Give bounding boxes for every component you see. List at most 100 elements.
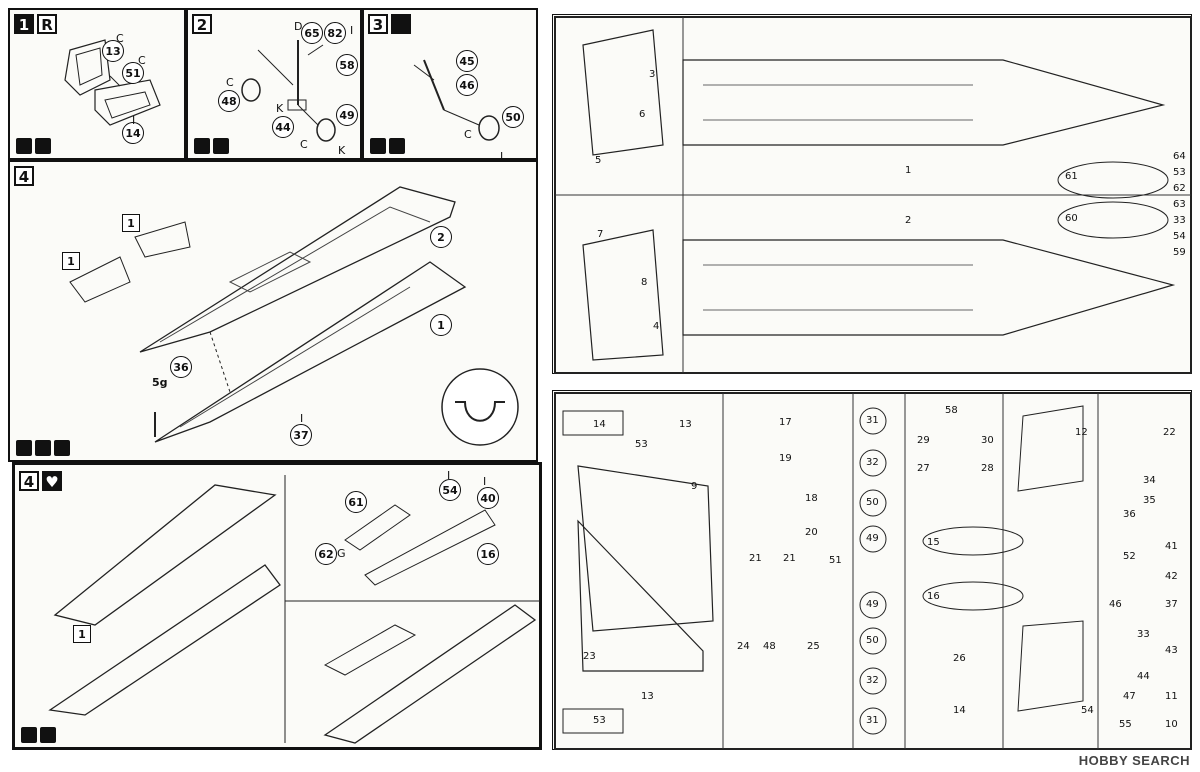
tools-icons [370, 138, 405, 154]
sprue-part-number: 12 [1075, 427, 1088, 438]
sprue-part-number: 28 [981, 463, 994, 474]
sprue-part-number: 53 [635, 439, 648, 450]
sprue-part-number: 22 [1163, 427, 1176, 438]
part-ref-seat: 1 [122, 214, 140, 232]
sprue-part-number: 48 [763, 641, 776, 652]
sprue-part-number: 15 [927, 537, 940, 548]
callout-58: 58 [336, 54, 358, 76]
step-4-variant-panel: 4 ♥ 61 54 40 62 16 1 I G I [12, 462, 542, 750]
sprue-part-number: 43 [1165, 645, 1178, 656]
sprue-part-number: 20 [805, 527, 818, 538]
sprue-part-number: 13 [679, 419, 692, 430]
callout-65: 65 [301, 22, 323, 44]
knife-icon [35, 440, 51, 456]
sprue-part-number: 52 [1123, 551, 1136, 562]
sprue-part-number: 61 [1065, 171, 1078, 182]
sprue-part-number: 32 [866, 675, 879, 686]
sprue-part-number: 33 [1137, 629, 1150, 640]
step-3-panel: 3 45 46 50 C I [362, 8, 538, 163]
glue-icon [21, 727, 37, 743]
step-4-panel: 4 2 1 36 37 1 1 5g I [8, 160, 538, 462]
sprue-part-number: 3 [649, 69, 656, 80]
sprue-lower: 14 53 13 17 19 18 20 21 21 51 31 32 50 4… [552, 390, 1192, 750]
step-4-badge: 4 [14, 166, 34, 186]
sprue-part-number: 25 [807, 641, 820, 652]
knife-icon [40, 727, 56, 743]
callout-1: 1 [430, 314, 452, 336]
step-3-badge: 3 [368, 14, 411, 34]
step-number: 2 [192, 14, 212, 34]
seat-drawing [64, 39, 161, 126]
sprue-part-number: 31 [866, 715, 879, 726]
callout-49: 49 [336, 104, 358, 126]
callout-51: 51 [122, 62, 144, 84]
sprue-part-number: 31 [866, 415, 879, 426]
sprue-part-number: 49 [866, 599, 879, 610]
sprue-part-number: 8 [641, 277, 648, 288]
sprue-part-number: 9 [691, 481, 698, 492]
label-d: D [294, 20, 303, 33]
label-k: K [338, 144, 346, 157]
sprue-part-number: 32 [866, 457, 879, 468]
label-i: I [300, 412, 304, 425]
sprue-part-number: 46 [1109, 599, 1122, 610]
sprue-part-number: 27 [917, 463, 930, 474]
sprue-part-number: 44 [1137, 671, 1150, 682]
callout-50: 50 [502, 106, 524, 128]
sprue-part-number: 21 [749, 553, 762, 564]
glue-icon [16, 440, 32, 456]
sprue-part-number: 30 [981, 435, 994, 446]
sprue-upper-drawing [554, 16, 1192, 374]
sprue-part-number: 53 [1173, 167, 1186, 178]
glue-icon [16, 138, 32, 154]
sprue-part-number: 59 [1173, 247, 1186, 258]
part-ref-seat: 1 [73, 625, 91, 643]
callout-14: 14 [122, 122, 144, 144]
tools-icons [194, 138, 229, 154]
sprue-part-number: 24 [737, 641, 750, 652]
callout-61: 61 [345, 491, 367, 513]
sprue-part-number: 34 [1143, 475, 1156, 486]
sprue-part-number: 36 [1123, 509, 1136, 520]
label-i: I [483, 475, 487, 488]
sprue-part-number: 33 [1173, 215, 1186, 226]
knife-icon [213, 138, 229, 154]
fuselage-assembly-drawing [69, 186, 519, 446]
sprue-part-number: 17 [779, 417, 792, 428]
sprue-part-number: 37 [1165, 599, 1178, 610]
weight-label: 5g [152, 376, 168, 389]
sprue-part-number: 29 [917, 435, 930, 446]
callout-16: 16 [477, 543, 499, 565]
sprue-part-number: 23 [583, 651, 596, 662]
sprue-part-number: 58 [945, 405, 958, 416]
sprue-part-number: 35 [1143, 495, 1156, 506]
sprue-part-number: 21 [783, 553, 796, 564]
sprue-part-number: 60 [1065, 213, 1078, 224]
tools-icons [16, 440, 70, 456]
label-i: I [132, 114, 136, 127]
step-1-badge: 1 R [14, 14, 57, 34]
sprue-part-number: 7 [597, 229, 604, 240]
step-number: 4 [19, 471, 39, 491]
sprue-part-number: 53 [593, 715, 606, 726]
sprue-part-number: 10 [1165, 719, 1178, 730]
heart-icon: ♥ [42, 471, 62, 491]
label-i: I [500, 150, 504, 163]
step-4-variant-badge: 4 ♥ [19, 471, 62, 491]
step-number: 3 [368, 14, 388, 34]
glue-icon [370, 138, 386, 154]
sprue-part-number: 42 [1165, 571, 1178, 582]
callout-45: 45 [456, 50, 478, 72]
label-k: K [276, 102, 284, 115]
sprue-part-number: 5 [595, 155, 602, 166]
sprue-part-number: 19 [779, 453, 792, 464]
label-c: C [116, 32, 124, 45]
sprue-part-number: 16 [927, 591, 940, 602]
label-i: I [350, 24, 354, 37]
sprue-part-number: 18 [805, 493, 818, 504]
tools-icons [21, 727, 56, 743]
label-c: C [464, 128, 472, 141]
sprue-part-number: 13 [641, 691, 654, 702]
sprue-part-number: 14 [953, 705, 966, 716]
callout-36: 36 [170, 356, 192, 378]
